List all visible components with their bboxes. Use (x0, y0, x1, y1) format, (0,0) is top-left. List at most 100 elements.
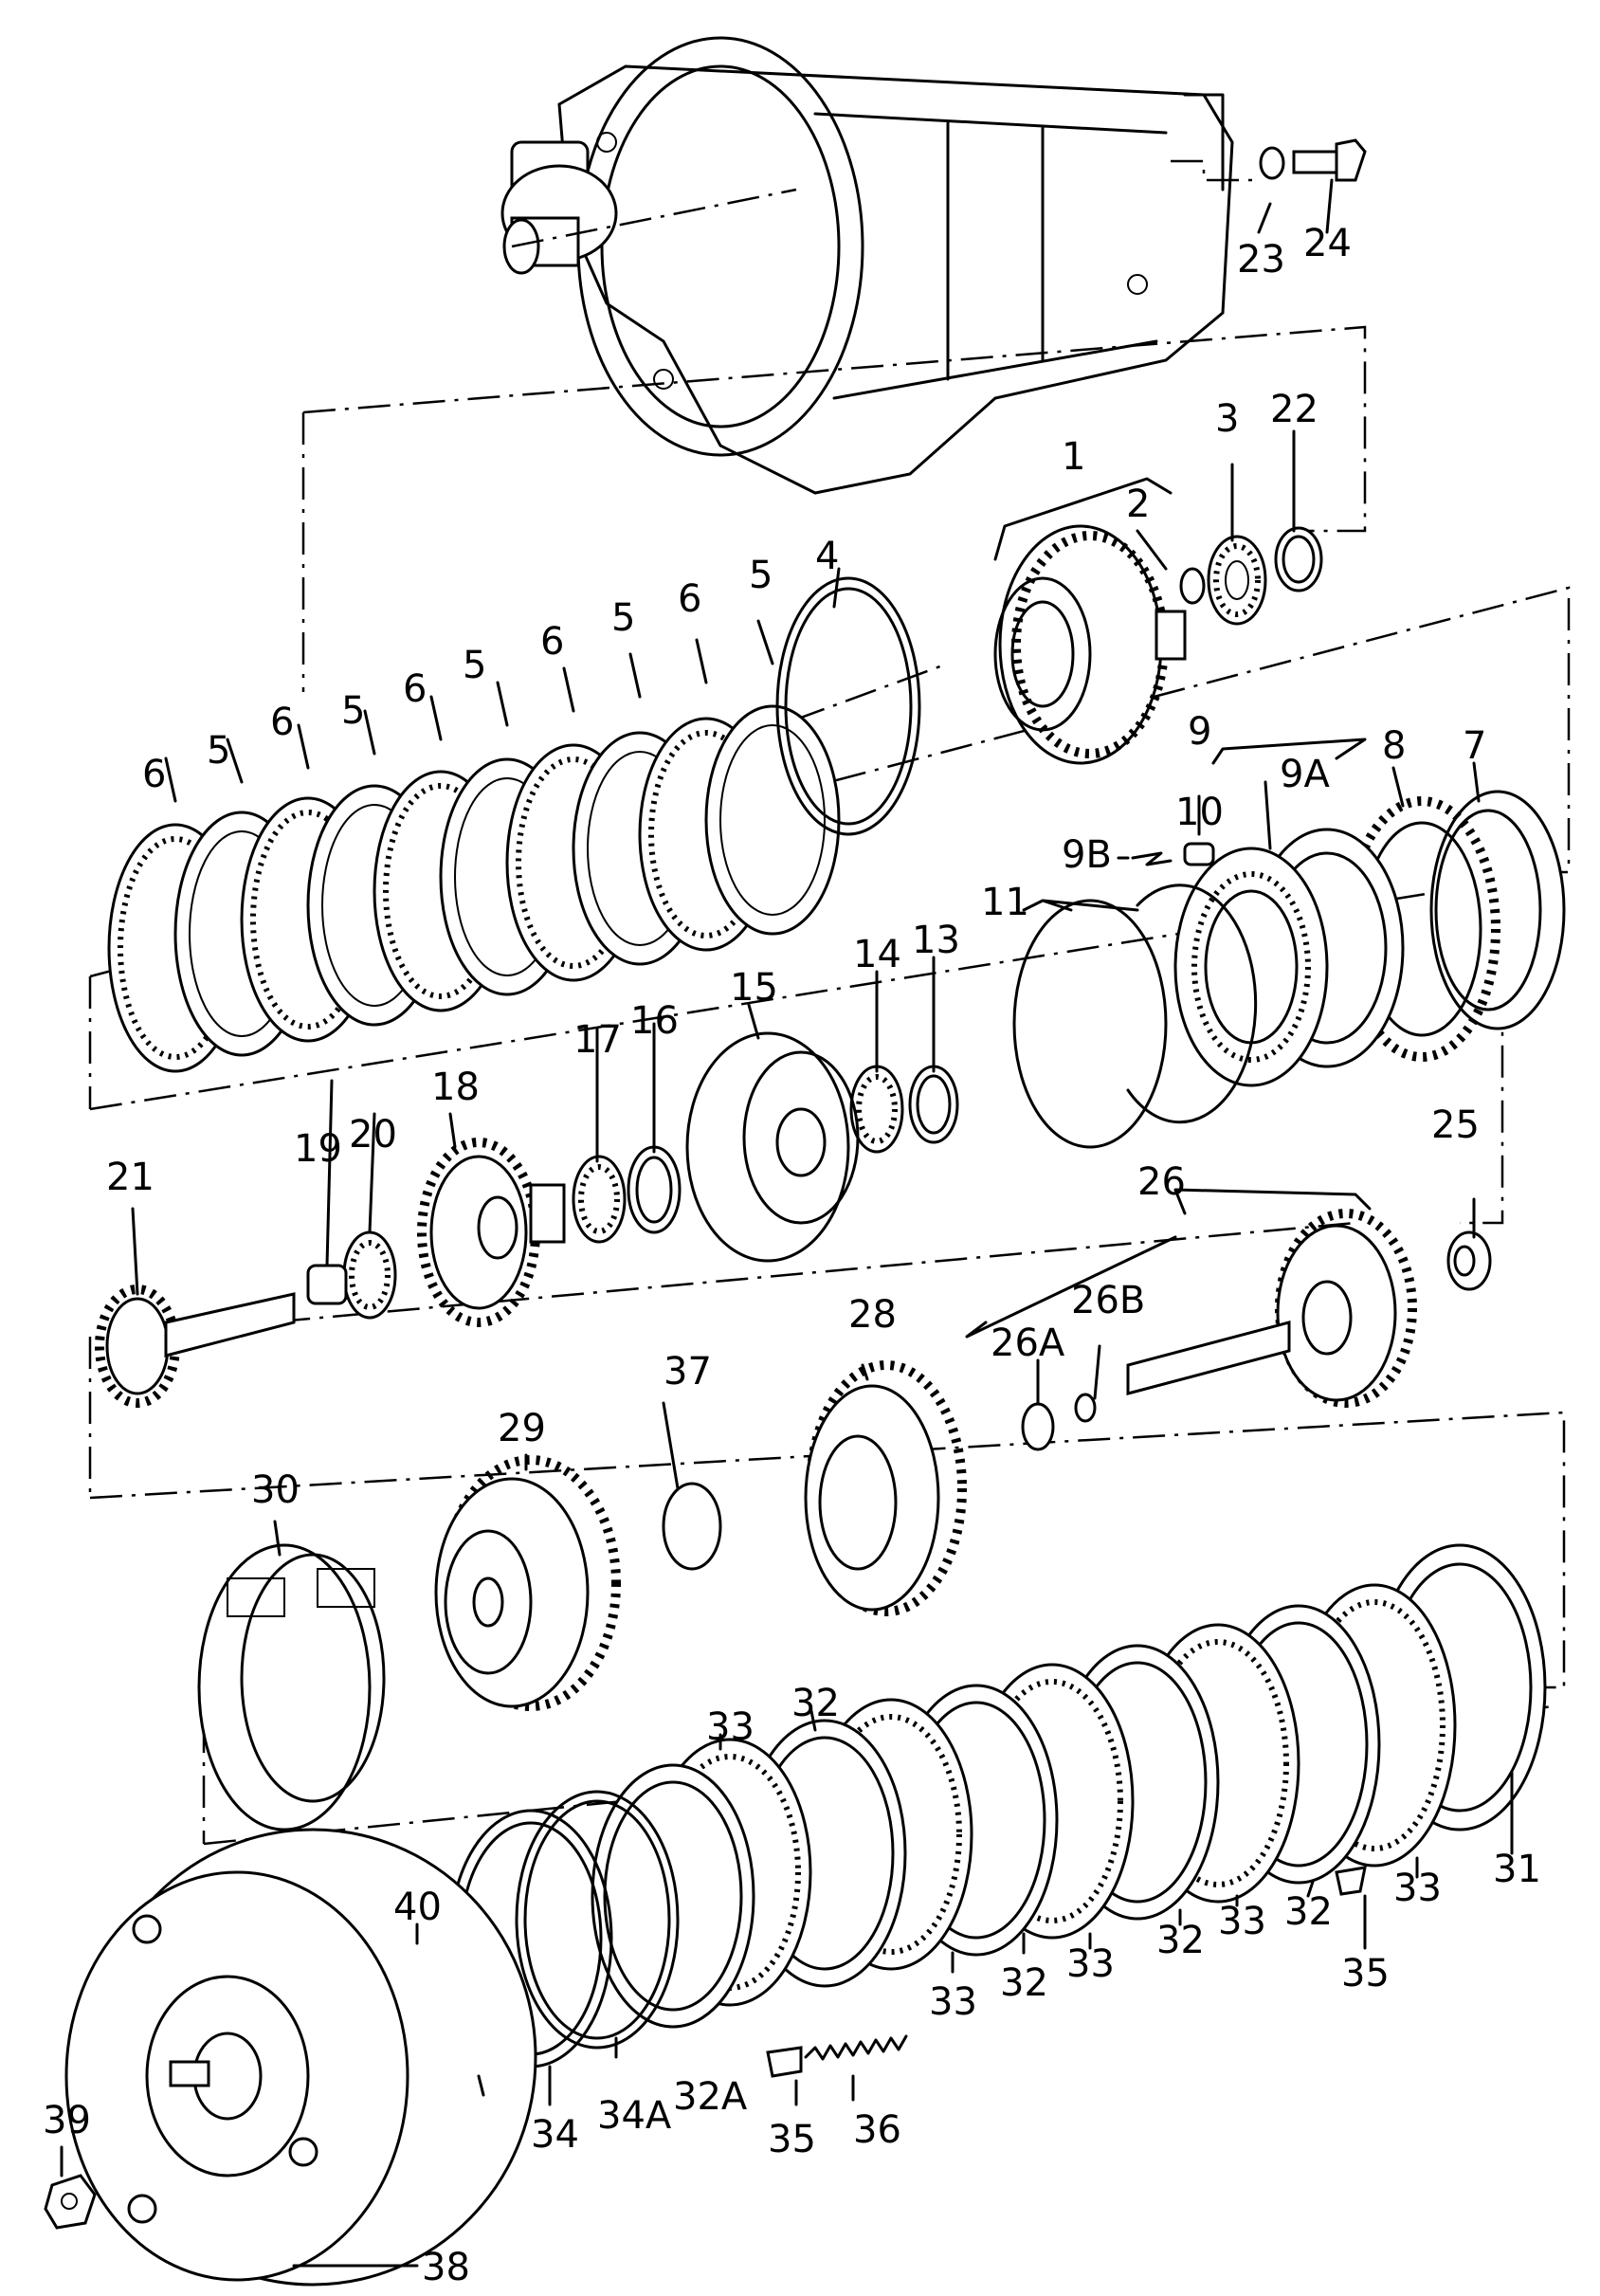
needle-bearing-19 (306, 1264, 348, 1305)
callout-6-a: 6 (142, 753, 166, 796)
callout-14: 14 (853, 933, 901, 976)
assembly-center-lines (88, 159, 1571, 1846)
clutch-plate-stack-lower (415, 1543, 1547, 2078)
callout-2: 2 (1126, 483, 1150, 526)
callout-32-r1: 32 (1284, 1890, 1333, 1934)
callout-22: 22 (1270, 388, 1318, 431)
washer-23 (1259, 146, 1285, 180)
callout-10: 10 (1175, 791, 1224, 834)
callout-29: 29 (498, 1407, 546, 1450)
callout-6-c: 6 (403, 667, 427, 711)
callout-23: 23 (1237, 238, 1285, 282)
callout-35-b: 35 (768, 2118, 816, 2161)
clutch-plate-5-e (704, 704, 841, 936)
callout-33-r4: 33 (929, 1980, 977, 2024)
callout-26A: 26A (991, 1321, 1065, 1365)
callout-40: 40 (393, 1886, 442, 1929)
callout-37: 37 (664, 1350, 712, 1394)
callout-33-top: 33 (706, 1705, 755, 1749)
washer-22 (1274, 526, 1323, 592)
callout-15: 15 (730, 966, 778, 1010)
callout-32A: 32A (673, 2075, 748, 2119)
callout-5-d: 5 (611, 596, 635, 640)
snap-ring-11-a (1126, 884, 1258, 1124)
transmission-housing (500, 36, 1234, 495)
brake-band-30 (197, 1543, 386, 1831)
callout-25: 25 (1431, 1103, 1480, 1147)
leader-lines (60, 178, 1514, 2268)
callout-1: 1 (1062, 435, 1085, 479)
callout-38: 38 (422, 2246, 470, 2289)
callout-26B: 26B (1071, 1279, 1145, 1322)
callout-32-r2: 32 (1156, 1919, 1205, 1962)
lock-plate-37 (662, 1482, 722, 1571)
callout-5-e: 5 (749, 554, 773, 597)
shim-26B (1074, 1393, 1097, 1423)
snap-ring-4 (775, 576, 921, 836)
pin-35-b (766, 2046, 803, 2078)
planet-carrier-15 (685, 1031, 860, 1263)
callout-9B: 9B (1062, 833, 1112, 877)
spring-36 (804, 2034, 908, 2061)
callout-5-c: 5 (463, 644, 486, 687)
plate-32A (591, 1763, 755, 2029)
callout-9A: 9A (1280, 753, 1330, 796)
callout-5-b: 5 (341, 689, 365, 733)
washer-16 (627, 1145, 682, 1234)
pin-35-a (1335, 1866, 1367, 1896)
callout-19: 19 (294, 1127, 342, 1171)
callout-39: 39 (43, 2099, 91, 2142)
callout-30: 30 (251, 1468, 300, 1512)
clutch-plate-stack-upper (107, 576, 921, 1073)
clutch-drum-1 (993, 524, 1187, 765)
callout-6-d: 6 (540, 620, 564, 664)
input-shaft-21 (95, 1285, 296, 1408)
thrust-bearing-3 (1207, 535, 1267, 626)
callout-13: 13 (912, 919, 960, 962)
callout-7: 7 (1463, 724, 1486, 768)
callout-21: 21 (106, 1156, 155, 1199)
snap-ring-11-b (1012, 899, 1168, 1149)
ring-gear-28 (804, 1360, 967, 1616)
output-shaft-26 (1126, 1209, 1417, 1408)
callout-8: 8 (1382, 724, 1406, 768)
callout-18: 18 (431, 1066, 480, 1109)
torque-converter-38 (64, 1828, 537, 2287)
washer-13 (908, 1065, 959, 1144)
thrust-bearing-20 (342, 1230, 397, 1320)
callout-4: 4 (815, 535, 839, 578)
thrust-bearing-17 (572, 1155, 627, 1244)
callout-6-e: 6 (678, 577, 701, 621)
clutch-housing-29 (434, 1455, 621, 1711)
callout-34A: 34A (597, 2094, 672, 2138)
callout-16: 16 (630, 999, 679, 1043)
callout-33-r2: 33 (1218, 1900, 1266, 1943)
bushing-26A (1021, 1402, 1055, 1451)
callout-31: 31 (1493, 1848, 1541, 1891)
roller-10 (1183, 842, 1215, 866)
callout-labels: 1 2 3 22 23 24 4 5 6 5 6 5 6 5 6 5 6 9 9… (43, 222, 1541, 2289)
nut-39 (44, 2174, 97, 2230)
callout-26: 26 (1137, 1160, 1186, 1204)
callout-32-top: 32 (791, 1682, 840, 1725)
callout-11: 11 (981, 881, 1029, 924)
callout-3: 3 (1215, 397, 1239, 441)
callout-20: 20 (349, 1113, 397, 1157)
o-ring-2 (1179, 567, 1206, 605)
callout-36: 36 (853, 2108, 901, 2152)
snap-ring-34A (515, 1790, 680, 2050)
callout-32-r3: 32 (1000, 1961, 1048, 2005)
callout-35-r: 35 (1341, 1952, 1390, 1995)
callout-6-b: 6 (270, 701, 294, 744)
callout-28: 28 (848, 1293, 897, 1337)
callout-33-r3: 33 (1066, 1942, 1115, 1986)
bolt-24 (1292, 138, 1367, 182)
callout-24: 24 (1303, 222, 1352, 265)
spring-9B (1131, 851, 1173, 866)
callout-17: 17 (573, 1018, 622, 1062)
sun-gear-18 (417, 1138, 566, 1327)
bushing-25 (1446, 1230, 1492, 1291)
callout-5-a: 5 (207, 729, 230, 773)
callout-9: 9 (1188, 710, 1211, 754)
